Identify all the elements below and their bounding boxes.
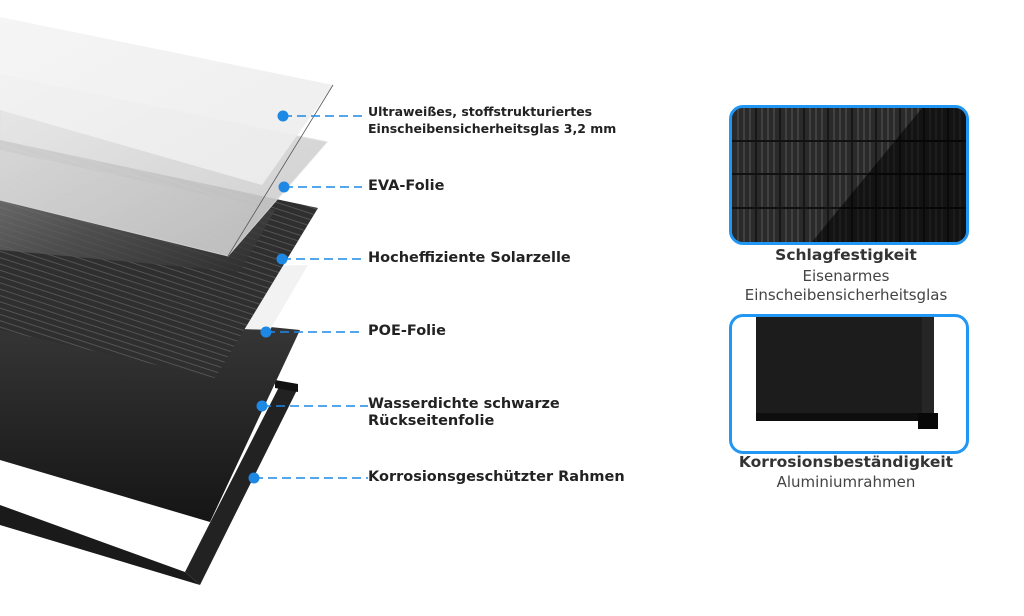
feature-title-corrosion: Korrosionsbeständigkeit [738, 453, 954, 471]
frame-layer [0, 380, 298, 585]
solar-panel-layers-illustration [0, 17, 334, 585]
callout-dot-frame [248, 472, 260, 484]
label-glass-line1: Ultraweißes, stoffstrukturiertes [368, 104, 593, 119]
callout-dot-eva [278, 181, 290, 193]
label-eva: EVA-Folie [368, 178, 445, 194]
feature-subtitle-impact-line2: Einscheibensicherheitsglas [744, 286, 948, 304]
callout-dot-backsheet [256, 400, 268, 412]
feature-subtitle-impact-line1: Eisenarmes [802, 267, 890, 285]
feature-image-frame [729, 314, 969, 454]
callout-dot-cell [276, 253, 288, 265]
label-cell: Hocheffiziente Solarzelle [368, 250, 571, 266]
label-glass: Ultraweißes, stoffstrukturiertes Einsche… [368, 103, 616, 137]
callout-dot-poe [260, 326, 272, 338]
label-poe: POE-Folie [368, 323, 446, 339]
label-backsheet-line2: Rückseitenfolie [368, 413, 495, 429]
label-frame: Korrosionsgeschützter Rahmen [368, 469, 625, 485]
feature-title-impact: Schlagfestigkeit [775, 246, 917, 264]
feature-subtitle-impact: Eisenarmes Einscheibensicherheitsglas [696, 267, 996, 305]
solar-cell-closeup-image [732, 108, 966, 242]
label-backsheet: Wasserdichte schwarze Rückseitenfolie [368, 396, 560, 430]
callout-dot-glass [277, 110, 289, 122]
label-backsheet-line1: Wasserdichte schwarze [368, 396, 560, 412]
feature-image-solar-cell [729, 105, 969, 245]
feature-subtitle-corrosion: Aluminiumrahmen [776, 473, 916, 491]
label-glass-line2: Einscheibensicherheitsglas 3,2 mm [368, 121, 617, 136]
glass-layer [0, 17, 333, 185]
frame-corner-closeup-image [756, 317, 938, 429]
